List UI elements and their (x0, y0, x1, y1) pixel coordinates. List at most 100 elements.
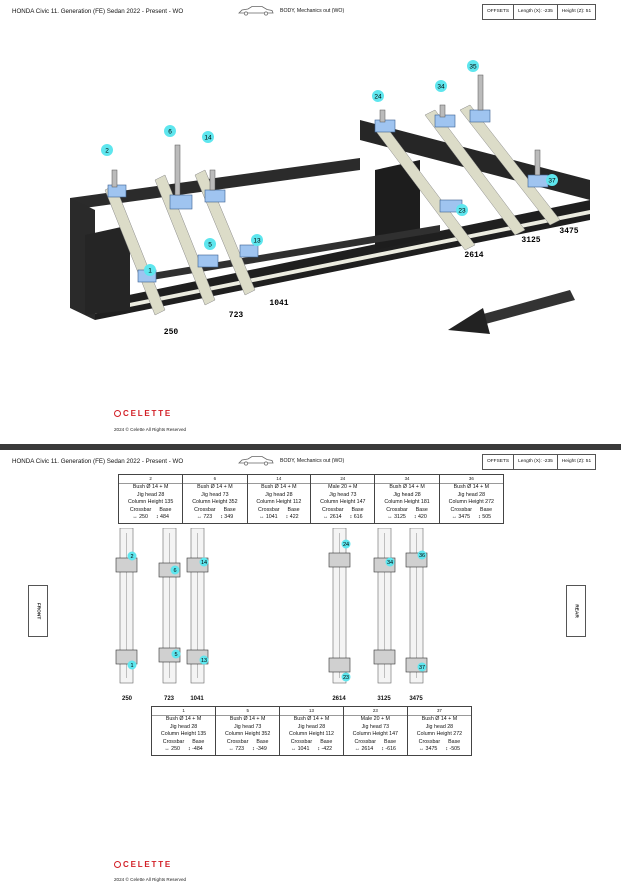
spec-column: Column Height 135 (127, 499, 174, 505)
spec-values: ↔ 2614 ↕ -616 (344, 746, 407, 754)
spec-jig: Jig head 28 (169, 723, 198, 730)
spec-num: 24 (311, 475, 375, 484)
celette-ring-icon (114, 861, 121, 868)
spec-values: ↔ 3475↕ 505 (440, 514, 503, 522)
plan-view: 1 2 5 6 13 14 23 24 34 36 37 (115, 528, 428, 684)
spec-jig: Jig head 28 (136, 491, 165, 498)
spec-num: 14 (247, 475, 311, 484)
spec-crossbar-label: Crossbar (354, 738, 377, 745)
spec-base-value: ↕ -422 (317, 746, 333, 752)
plan-pos-3475: 3475 (409, 696, 423, 702)
plan-pos-3125: 3125 (377, 696, 391, 702)
copyright: 2024 © Celette All Rights Reserved (114, 427, 187, 432)
svg-text:36: 36 (419, 553, 425, 559)
spec-column: Column Height 112 (289, 731, 334, 737)
marker-1: 1 (148, 268, 152, 275)
spec-jig: Jig head 28 (425, 723, 454, 730)
celette-logo: CELETTE (114, 409, 172, 418)
spec-values: ↔ 2614 ↕ 616 (311, 514, 374, 522)
offsets-label: OFFSETS (483, 455, 515, 469)
spec-base-value: ↕ 616 (349, 514, 363, 520)
spec-base-label: Base (320, 738, 333, 745)
spec-jig: Jig head 28 (457, 491, 486, 498)
plan-pos-250: 250 (121, 696, 133, 702)
spec-part: Bush Ø 14 + M (293, 716, 330, 722)
spec-values: ↔ 3475↕ -505 (408, 746, 471, 754)
spec-jig: Jig head 28 (297, 723, 326, 730)
svg-text:14: 14 (201, 560, 207, 566)
spec-crossbar-label: Crossbar (290, 738, 313, 745)
offsets-box: OFFSETS Length (X): -235 Height (Z): 51 (482, 454, 597, 470)
svg-text:34: 34 (387, 560, 393, 566)
spec-crossbar-label: Crossbar (418, 738, 441, 745)
spec-num: 34 (375, 475, 439, 484)
spec-part: Bush Ø 14 + M (261, 484, 297, 490)
plan-markers: 1 2 5 6 13 14 23 24 34 36 37 (127, 539, 427, 682)
spec-base-value: ↕ -616 (381, 746, 396, 752)
spec-num: 5 (216, 707, 280, 716)
spec-crossbar-value: ↔ 2614 (354, 746, 374, 752)
offsets-label: OFFSETS (483, 5, 515, 19)
spec-base-label: Base (287, 506, 300, 513)
marker-34: 34 (437, 84, 445, 91)
spec-values: ↔ 1041 ↕ 422 (248, 514, 311, 522)
spec-values: ↔ 250↕ -484 (152, 746, 215, 754)
spec-part: Bush Ø 14 + M (421, 716, 458, 722)
spec-crossbar-label: Crossbar (258, 506, 280, 513)
spec-crossbar-label: Crossbar (162, 738, 185, 745)
spec-crossbar-value: ↔ 2614 (323, 514, 342, 520)
spec-part: Male 20 + M (328, 484, 358, 490)
svg-text:13: 13 (201, 658, 207, 664)
spec-part: Male 20 + M (360, 716, 390, 722)
spec-jig: Jig head 73 (361, 723, 390, 730)
spec-column: Column Height 112 (256, 499, 302, 505)
spec-values: ↔ 3125↕ 420 (375, 514, 438, 522)
page-title: HONDA Civic 11. Generation (FE) Sedan 20… (12, 8, 184, 15)
plan-pos-1041: 1041 (190, 696, 204, 702)
svg-text:5: 5 (174, 652, 177, 658)
spec-values: ↔ 1041↕ -422 (280, 746, 343, 754)
spec-base-value: ↕ 422 (285, 514, 299, 520)
spec-crossbar-value: ↔ 3125 (387, 514, 406, 520)
svg-text:1: 1 (130, 663, 133, 669)
marker-2: 2 (105, 148, 109, 155)
rails (104, 104, 561, 316)
pos-3475: 3475 (559, 227, 578, 236)
offsets-box: OFFSETS Length (X): -235 Height (Z): 51 (482, 4, 597, 20)
front-arrow-icon (448, 290, 575, 334)
plan-pos-723: 723 (163, 696, 175, 702)
spec-crossbar-label: Crossbar (194, 506, 216, 513)
spec-crossbar-value: ↔ 1041 (259, 514, 278, 520)
spec-base-label: Base (448, 738, 461, 745)
marker-5: 5 (208, 242, 212, 249)
spec-column: Column Height 135 (160, 731, 207, 737)
spec-crossbar-value: ↔ 3475 (451, 514, 471, 520)
spec-num: 1 (152, 707, 216, 716)
spec-jig: Jig head 73 (233, 723, 262, 730)
spec-crossbar-label: Crossbar (226, 738, 249, 745)
spec-num: 6 (183, 475, 247, 484)
spec-base-label: Base (159, 506, 172, 513)
spec-column: Column Height 147 (320, 499, 366, 505)
spec-column: Column Height 181 (384, 499, 430, 505)
celette-logo: CELETTE (114, 860, 172, 869)
body-state: BODY, Mechanics out (WO) (280, 8, 345, 14)
spec-num: 23 (343, 707, 407, 716)
spec-base-value: ↕ 484 (155, 514, 169, 520)
marker-6: 6 (168, 129, 172, 136)
spec-jig: Jig head 73 (329, 491, 357, 498)
spec-crossbar-value: ↔ 3475 (418, 746, 438, 752)
rear-label: REAR (566, 585, 586, 637)
page-divider (0, 444, 621, 450)
